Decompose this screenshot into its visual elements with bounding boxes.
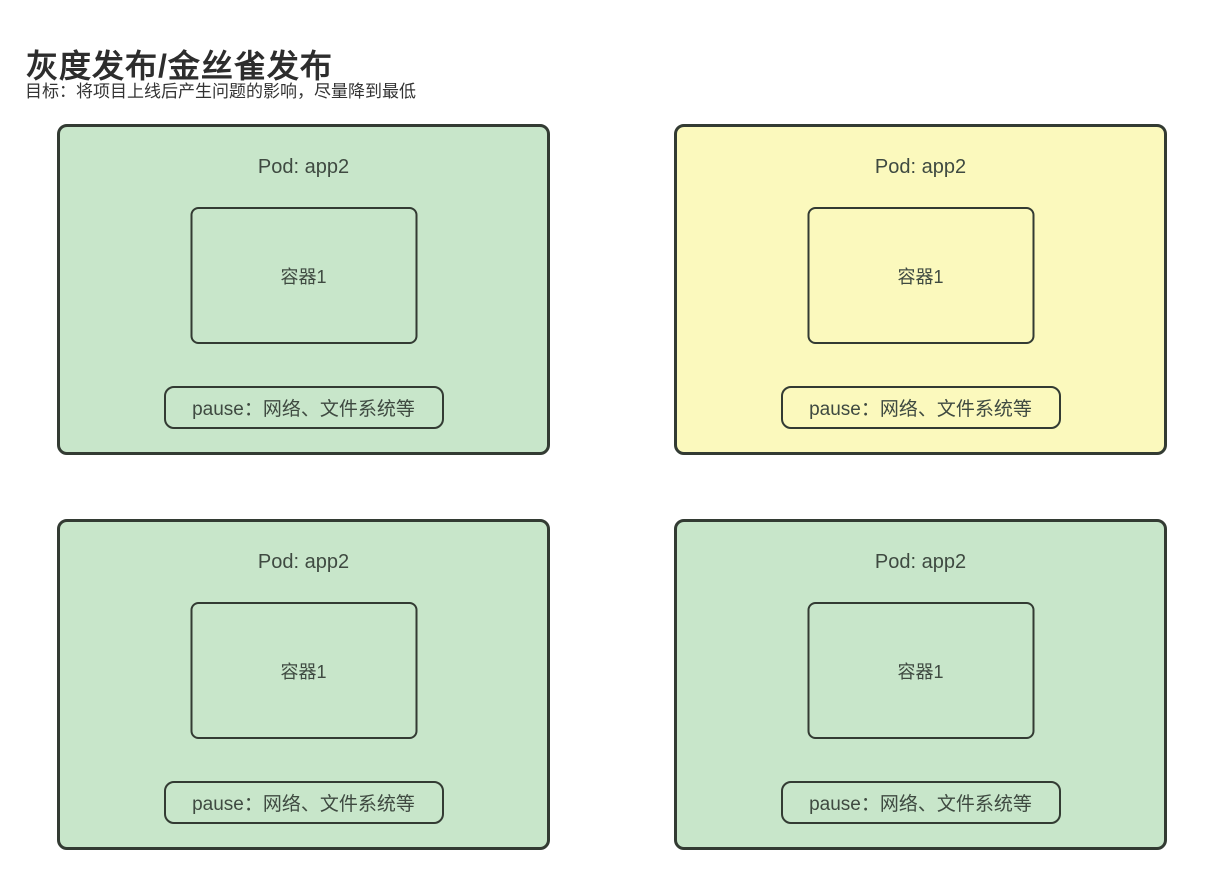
- container-box: 容器1: [190, 207, 417, 344]
- page-title: 灰度发布/金丝雀发布: [26, 48, 333, 85]
- container-label: 容器1: [280, 266, 327, 287]
- pause-box: pause：网络、文件系统等: [780, 781, 1061, 824]
- pod-card-top-right: Pod: app2 容器1 pause：网络、文件系统等: [674, 124, 1167, 455]
- container-box: 容器1: [807, 602, 1034, 739]
- pod-title: Pod: app2: [874, 156, 967, 178]
- pause-label: pause：网络、文件系统等: [192, 399, 415, 420]
- container-box: 容器1: [807, 207, 1034, 344]
- pod-card-bottom-right: Pod: app2 容器1 pause：网络、文件系统等: [674, 519, 1167, 850]
- pause-label: pause：网络、文件系统等: [809, 794, 1032, 815]
- container-label: 容器1: [280, 661, 327, 682]
- pod-title: Pod: app2: [874, 551, 967, 573]
- pause-box: pause：网络、文件系统等: [780, 386, 1061, 429]
- pause-label: pause：网络、文件系统等: [192, 794, 415, 815]
- container-box: 容器1: [190, 602, 417, 739]
- pause-label: pause：网络、文件系统等: [809, 399, 1032, 420]
- page-subtitle: 目标：将项目上线后产生问题的影响，尽量降到最低: [25, 82, 416, 101]
- container-label: 容器1: [897, 266, 944, 287]
- pause-box: pause：网络、文件系统等: [163, 781, 444, 824]
- pod-title: Pod: app2: [257, 156, 350, 178]
- pause-box: pause：网络、文件系统等: [163, 386, 444, 429]
- pod-card-bottom-left: Pod: app2 容器1 pause：网络、文件系统等: [57, 519, 550, 850]
- container-label: 容器1: [897, 661, 944, 682]
- pod-title: Pod: app2: [257, 551, 350, 573]
- pod-card-top-left: Pod: app2 容器1 pause：网络、文件系统等: [57, 124, 550, 455]
